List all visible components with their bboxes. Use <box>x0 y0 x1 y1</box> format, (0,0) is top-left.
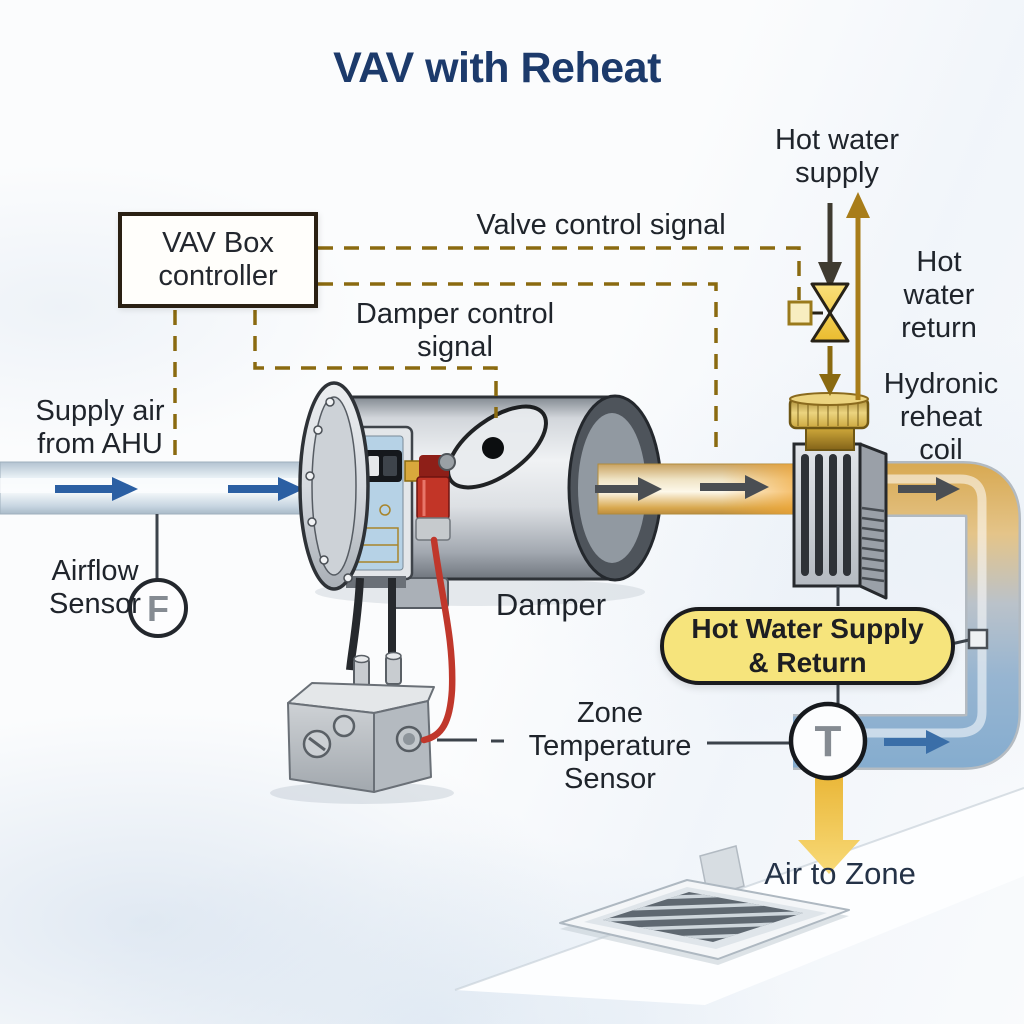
supply-air-label: Supply air from AHU <box>35 395 165 460</box>
supply-air-arrow <box>55 477 304 501</box>
hot-water-supply-arrow <box>818 203 842 290</box>
pipe-tap-connector <box>967 628 989 650</box>
ceiling-diffuser <box>559 879 850 965</box>
control-signal-wires <box>173 246 801 458</box>
hot-water-control-valve <box>787 282 850 343</box>
hot-water-return-line <box>846 192 870 400</box>
actuator-cable <box>346 577 364 671</box>
svg-text:T: T <box>815 717 842 766</box>
airflow-arrow-dark <box>595 475 960 501</box>
airflow-sensor-symbol: F <box>128 578 188 638</box>
valve-signal-wire <box>318 246 801 300</box>
damper-label: Damper <box>495 587 607 622</box>
leader-lines <box>155 514 970 745</box>
svg-text:F: F <box>147 588 169 629</box>
cylinder-flange <box>298 381 370 591</box>
airflow-sensor-label: Airflow Sensor <box>49 555 141 620</box>
damper-control-signal-label: Damper control signal <box>355 298 555 363</box>
damper-pivot <box>482 437 504 459</box>
red-sensor-cable <box>420 536 456 744</box>
heated-air-pipe <box>793 461 1021 770</box>
zone-temp-sensor-symbol: T <box>788 701 868 781</box>
valve-control-signal-label: Valve control signal <box>476 209 726 241</box>
air-to-pipe-arrow <box>884 730 950 754</box>
hydronic-reheat-coil-label: Hydronic reheat coil <box>883 368 999 466</box>
damper-signal-wire <box>253 310 498 418</box>
diagram-title: VAV with Reheat <box>333 44 661 92</box>
zone-temp-sensor-label: Zone Temperature Sensor <box>528 697 692 795</box>
signal-wire-2 <box>318 282 718 456</box>
vav-box-controller: VAV Box controller <box>118 212 318 308</box>
hot-water-supply-label: Hot water supply <box>774 124 900 189</box>
hot-water-return-label: Hot water return <box>901 246 977 344</box>
hot-water-supply-return-badge: Hot Water Supply & Return <box>660 607 955 685</box>
air-to-zone-arrow <box>798 776 860 874</box>
air-to-zone-label: Air to Zone <box>764 856 916 891</box>
valve-actuator <box>787 300 813 326</box>
valve-to-coil-arrow <box>819 346 841 396</box>
hydronic-reheat-coil <box>792 442 888 600</box>
red-valve-device <box>404 453 456 541</box>
brass-pipe-fitting <box>788 392 870 451</box>
damper-actuator-box <box>270 651 454 804</box>
